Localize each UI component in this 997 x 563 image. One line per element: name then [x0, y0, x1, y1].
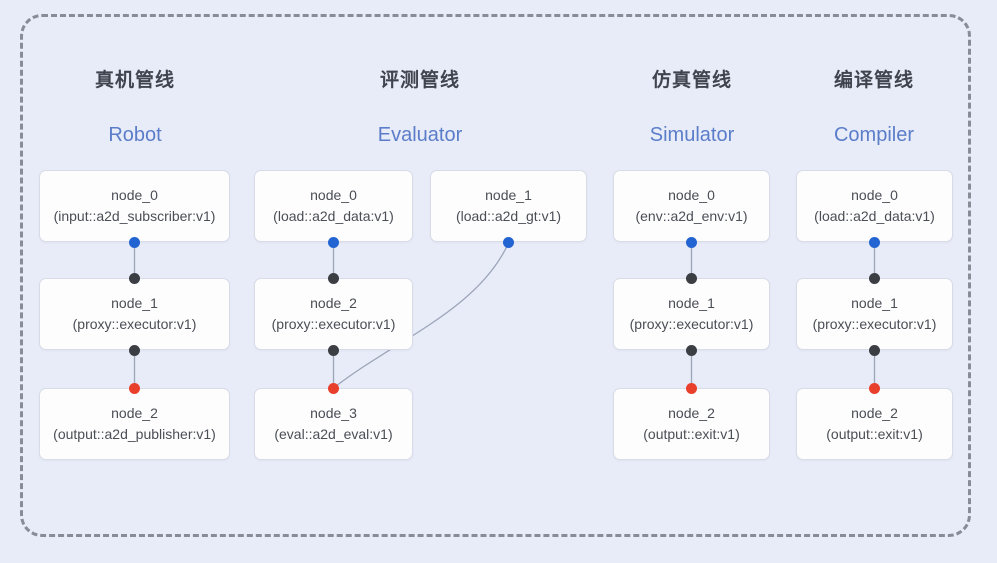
dashed-border-frame: [20, 14, 971, 537]
pipeline-title-en-robot: Robot: [108, 124, 162, 146]
node-box-simulator-node-1: node_1 (proxy::executor:v1): [613, 278, 770, 350]
node-title: node_0: [668, 187, 715, 203]
node-box-robot-node-2: node_2 (output::a2d_publisher:v1): [39, 388, 230, 460]
node-box-evaluator-node-3: node_3 (eval::a2d_eval:v1): [254, 388, 413, 460]
node-title: node_1: [111, 295, 158, 311]
node-spec: (proxy::executor:v1): [271, 316, 396, 332]
node-spec: (eval::a2d_eval:v1): [274, 426, 393, 442]
port-dot-red: [328, 382, 339, 394]
node-title: node_2: [111, 405, 158, 421]
node-title: node_3: [310, 405, 357, 421]
port-dot-blue: [869, 236, 880, 248]
port-dot-black: [328, 344, 339, 356]
node-box-compiler-node-0: node_0 (load::a2d_data:v1): [796, 170, 953, 242]
port-dot-red: [869, 382, 880, 394]
port-dot-blue: [686, 236, 697, 248]
node-title: node_1: [485, 187, 532, 203]
node-title: node_0: [310, 187, 357, 203]
pipeline-title-en-simulator: Simulator: [649, 124, 735, 146]
node-spec: (output::a2d_publisher:v1): [53, 426, 216, 442]
pipeline-title-en-evaluator: Evaluator: [377, 124, 463, 146]
port-dot-black: [869, 344, 880, 356]
port-dot-black: [129, 272, 140, 284]
node-box-evaluator-node-1: node_1 (load::a2d_gt:v1): [430, 170, 587, 242]
node-title: node_2: [310, 295, 357, 311]
port-dot-black: [686, 272, 697, 284]
node-spec: (input::a2d_subscriber:v1): [53, 208, 216, 224]
node-title: node_1: [668, 295, 715, 311]
pipeline-title-en-compiler: Compiler: [833, 124, 915, 146]
port-dot-black: [869, 272, 880, 284]
node-box-robot-node-0: node_0 (input::a2d_subscriber:v1): [39, 170, 230, 242]
node-spec: (load::a2d_data:v1): [814, 208, 935, 224]
pipeline-title-zh-evaluator: 评测管线: [379, 70, 461, 91]
port-dot-red: [129, 382, 140, 394]
node-box-robot-node-1: node_1 (proxy::executor:v1): [39, 278, 230, 350]
node-box-compiler-node-2: node_2 (output::exit:v1): [796, 388, 953, 460]
port-dot-black: [328, 272, 339, 284]
node-title: node_1: [851, 295, 898, 311]
port-dot-blue: [503, 236, 514, 248]
node-spec: (output::exit:v1): [643, 426, 740, 442]
edge-evaluator-1-3: [333, 242, 510, 389]
port-dot-blue: [328, 236, 339, 248]
port-dot-red: [686, 382, 697, 394]
port-dot-black: [129, 344, 140, 356]
node-spec: (output::exit:v1): [826, 426, 923, 442]
node-spec: (load::a2d_data:v1): [273, 208, 394, 224]
node-title: node_0: [111, 187, 158, 203]
node-title: node_0: [851, 187, 898, 203]
node-spec: (proxy::executor:v1): [812, 316, 937, 332]
node-title: node_2: [668, 405, 715, 421]
node-spec: (proxy::executor:v1): [629, 316, 754, 332]
node-spec: (proxy::executor:v1): [72, 316, 197, 332]
pipeline-title-zh-robot: 真机管线: [94, 70, 176, 91]
node-box-simulator-node-2: node_2 (output::exit:v1): [613, 388, 770, 460]
node-spec: (env::a2d_env:v1): [635, 208, 748, 224]
port-dot-black: [686, 344, 697, 356]
node-title: node_2: [851, 405, 898, 421]
node-spec: (load::a2d_gt:v1): [455, 208, 562, 224]
node-box-evaluator-node-0: node_0 (load::a2d_data:v1): [254, 170, 413, 242]
pipeline-title-zh-simulator: 仿真管线: [651, 70, 733, 91]
node-box-simulator-node-0: node_0 (env::a2d_env:v1): [613, 170, 770, 242]
pipeline-title-zh-compiler: 编译管线: [833, 70, 915, 91]
node-box-evaluator-node-2: node_2 (proxy::executor:v1): [254, 278, 413, 350]
node-box-compiler-node-1: node_1 (proxy::executor:v1): [796, 278, 953, 350]
port-dot-blue: [129, 236, 140, 248]
